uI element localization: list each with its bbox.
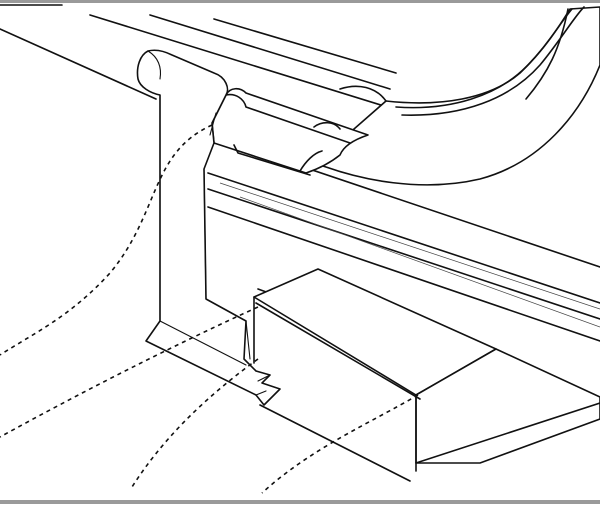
assembly-drawing [0,4,600,494]
upper-rail [0,4,397,107]
leader-line-3 [131,358,259,488]
block [253,268,600,482]
t-clip [136,49,281,406]
leader-line-2 [0,306,259,438]
leader-line-4 [261,394,419,494]
rail-profile [211,87,369,176]
curved-bracket [305,6,600,186]
leader-line-1 [0,124,213,356]
leader-lines [0,124,419,494]
